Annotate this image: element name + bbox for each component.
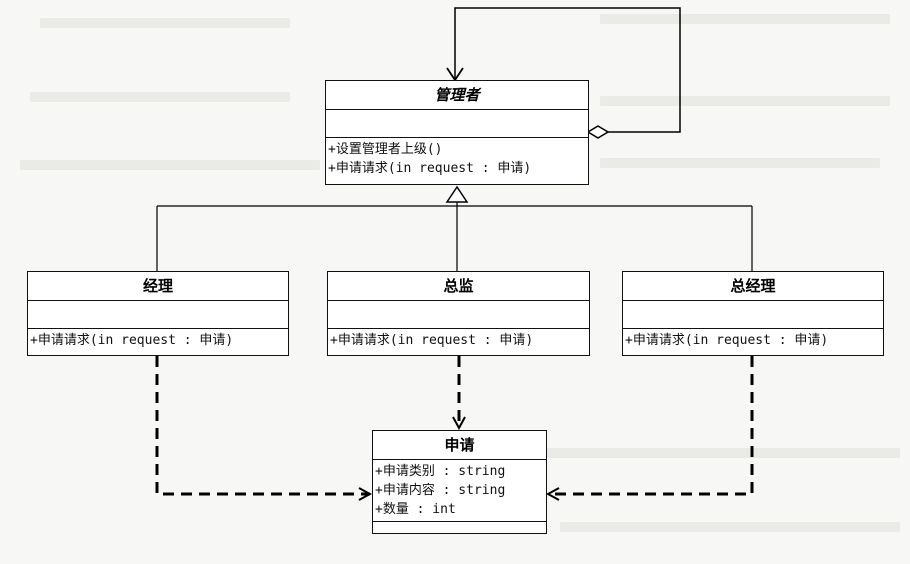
attributes-compartment xyxy=(623,301,883,329)
operation: +申请请求(in request : 申请) xyxy=(330,333,534,348)
attributes-compartment xyxy=(326,110,588,138)
dependency-relations xyxy=(155,356,754,494)
operations-compartment: +申请请求(in request : 申请) xyxy=(623,329,883,352)
class-name: 申请 xyxy=(373,431,546,460)
class-jingli[interactable]: 经理 +申请请求(in request : 申请) xyxy=(27,271,289,356)
class-name: 管理者 xyxy=(326,81,588,110)
attributes-compartment xyxy=(328,301,589,329)
operations-compartment: +申请请求(in request : 申请) xyxy=(28,329,288,352)
attribute: +数量 : int xyxy=(375,502,456,517)
attribute: +申请内容 : string xyxy=(375,483,506,498)
class-manager[interactable]: 管理者 +设置管理者上级() +申请请求(in request : 申请) xyxy=(325,80,589,185)
operation: +申请请求(in request : 申请) xyxy=(625,333,829,348)
operation: +设置管理者上级() xyxy=(328,142,443,157)
operation: +申请请求(in request : 申请) xyxy=(328,161,532,176)
class-zongjian[interactable]: 总监 +申请请求(in request : 申请) xyxy=(327,271,590,356)
class-zongjingli[interactable]: 总经理 +申请请求(in request : 申请) xyxy=(622,271,884,356)
self-aggregation-relation xyxy=(446,7,681,139)
inheritance-triangle-icon xyxy=(445,185,469,203)
attribute: +申请类别 : string xyxy=(375,464,506,479)
operation: +申请请求(in request : 申请) xyxy=(30,333,234,348)
class-name: 总经理 xyxy=(623,272,883,301)
class-name: 总监 xyxy=(328,272,589,301)
generalization-relations xyxy=(156,185,753,271)
operations-compartment: +设置管理者上级() +申请请求(in request : 申请) xyxy=(326,138,588,180)
class-request[interactable]: 申请 +申请类别 : string +申请内容 : string +数量 : i… xyxy=(372,430,547,534)
class-name: 经理 xyxy=(28,272,288,301)
aggregation-diamond-icon xyxy=(586,125,610,139)
attributes-compartment xyxy=(28,301,288,329)
operations-compartment: +申请请求(in request : 申请) xyxy=(328,329,589,352)
attributes-compartment: +申请类别 : string +申请内容 : string +数量 : int xyxy=(373,460,546,522)
